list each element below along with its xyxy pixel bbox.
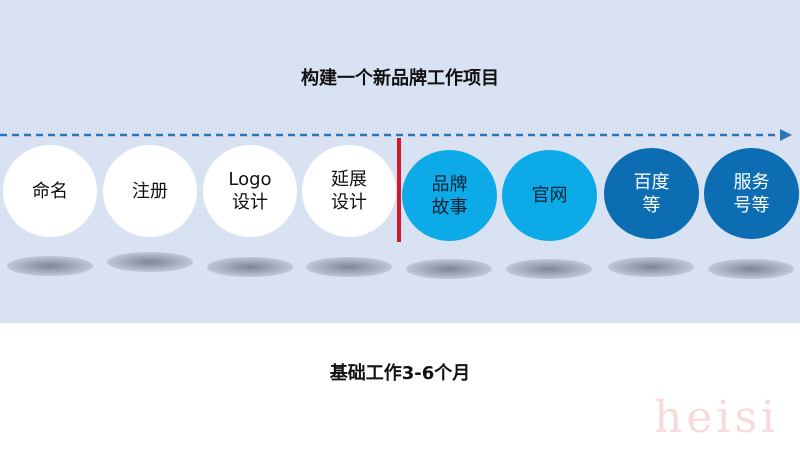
step-extension-design: 延展 设计 [302, 145, 396, 237]
step-logo-design: Logo 设计 [203, 145, 297, 237]
step-official-website: 官网 [502, 150, 597, 241]
step-registration: 注册 [103, 145, 197, 237]
timeline-arrow [0, 129, 792, 141]
diagram-title: 构建一个新品牌工作项目 [301, 68, 499, 89]
step-service-account: 服务 号等 [704, 148, 799, 239]
step-baidu: 百度 等 [604, 148, 699, 239]
watermark: heisi [654, 392, 780, 443]
duration-caption: 基础工作3-6个月 [329, 363, 471, 384]
shadow [608, 257, 694, 277]
shadow [207, 257, 293, 277]
step-naming: 命名 [3, 145, 97, 237]
shadow [506, 259, 592, 279]
shadow [708, 259, 794, 279]
shadow [306, 257, 392, 277]
step-brand-story: 品牌 故事 [402, 150, 497, 241]
shadow [107, 252, 193, 272]
shadow [7, 256, 93, 276]
shadow [406, 259, 492, 279]
phase-divider [397, 138, 401, 242]
